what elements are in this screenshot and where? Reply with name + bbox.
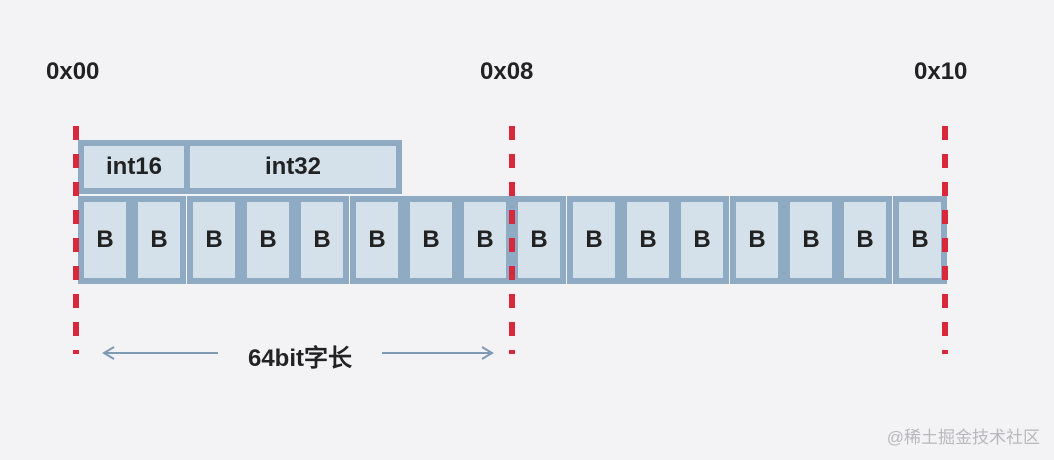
- boundary-0x10: [942, 126, 948, 354]
- byte-cell: B: [78, 196, 132, 284]
- right-arrow-head: [481, 346, 494, 360]
- address-0x10: 0x10: [914, 58, 968, 85]
- byte-cell: B: [241, 196, 295, 284]
- address-0x00: 0x00: [46, 58, 100, 85]
- byte-cell: B: [730, 196, 784, 284]
- boundary-0x00: [73, 126, 79, 354]
- byte-cell: B: [404, 196, 458, 284]
- word-length-label: 64bit字长: [247, 345, 352, 372]
- byte-cell: B: [350, 196, 404, 284]
- byte-cell: B: [295, 196, 349, 284]
- byte-cell: B: [784, 196, 838, 284]
- byte-cell: B: [187, 196, 241, 284]
- byte-cell: B: [838, 196, 892, 284]
- left-arrow-head: [102, 346, 115, 360]
- byte-cell: B: [132, 196, 186, 284]
- int32-field: int32: [184, 140, 402, 194]
- byte-cell: B: [675, 196, 729, 284]
- watermark: @稀土掘金技术社区: [886, 428, 1040, 447]
- byte-cell: B: [621, 196, 675, 284]
- byte-cell: B: [512, 196, 566, 284]
- boundary-0x08: [509, 126, 515, 354]
- byte-cell: B: [567, 196, 621, 284]
- address-0x08: 0x08: [480, 58, 534, 85]
